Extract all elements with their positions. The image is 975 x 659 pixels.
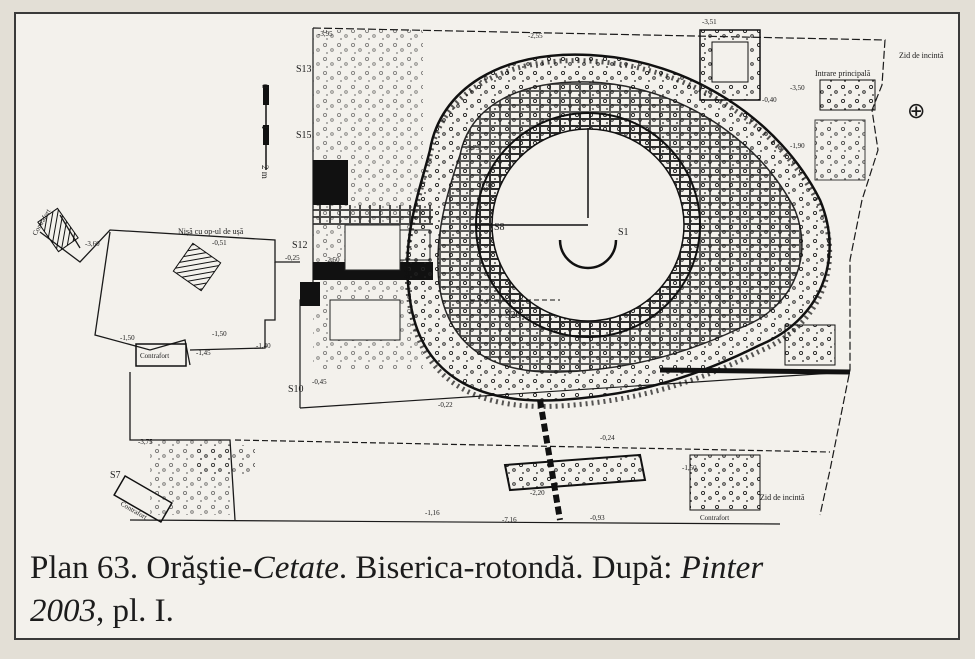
svg-text:Contrafort: Contrafort: [700, 514, 729, 522]
svg-text:Intrare principală: Intrare principală: [815, 69, 871, 78]
svg-text:Zid de incintă: Zid de incintă: [760, 493, 805, 502]
svg-text:-1,90: -1,90: [790, 142, 805, 150]
svg-text:-3,95: -3,95: [318, 30, 333, 38]
svg-text:-1,45: -1,45: [196, 349, 211, 357]
figure-caption: Plan 63. Orăştie-Cetate. Biserica-rotond…: [30, 547, 950, 633]
svg-text:S10: S10: [288, 384, 304, 395]
svg-text:S15: S15: [296, 130, 312, 141]
elevation-levels: -3,95 -2,55 -3,51 -3,50 -0,40 -3,75 -1,9…: [85, 18, 805, 524]
svg-text:-1,50: -1,50: [682, 464, 697, 472]
svg-text:2 m: 2 m: [260, 165, 270, 179]
svg-text:-1,40: -1,40: [256, 342, 271, 350]
svg-text:-3,50: -3,50: [790, 84, 805, 92]
svg-text:-3,75: -3,75: [138, 438, 153, 446]
scale-bar: 0 1 2 m: [260, 84, 270, 179]
svg-text:0: 0: [260, 84, 270, 89]
svg-text:S1: S1: [618, 227, 629, 238]
svg-text:1: 1: [260, 125, 270, 130]
svg-text:-2,50: -2,50: [325, 256, 340, 264]
svg-text:-0,51: -0,51: [212, 239, 227, 247]
archaeological-plan: 0 1 2 m ⊕ S13 S15 S12 S10 S7 S8 S1 S20 Z…: [31, 18, 944, 525]
west-annex: [300, 30, 433, 370]
svg-text:-3,51: -3,51: [702, 18, 717, 26]
caption-line-2: 2003, pl. I.: [30, 593, 174, 629]
section-labels: S13 S15 S12 S10 S7 S8 S1 S20: [110, 64, 629, 481]
svg-text:-0,40: -0,40: [762, 96, 777, 104]
svg-text:S12: S12: [292, 240, 308, 251]
svg-text:Nișă cu op-ul de ușă: Nișă cu op-ul de ușă: [178, 227, 244, 236]
svg-text:-0,93: -0,93: [590, 514, 605, 522]
svg-text:Zid de incintă: Zid de incintă: [899, 51, 944, 60]
north-arrow-icon: ⊕: [907, 98, 925, 123]
contrafort-mid-block: [135, 343, 187, 367]
svg-text:S7: S7: [110, 470, 121, 481]
svg-text:-2,20: -2,20: [530, 489, 545, 497]
contrafort-top-block: [37, 207, 79, 253]
svg-text:-0,24: -0,24: [600, 434, 615, 442]
svg-text:S8: S8: [494, 222, 505, 233]
svg-text:S13: S13: [296, 64, 312, 75]
pit-block: [172, 242, 222, 292]
svg-text:Contrafort: Contrafort: [119, 500, 148, 522]
svg-text:-1,50: -1,50: [212, 330, 227, 338]
svg-text:-3,75: -3,75: [465, 144, 480, 152]
svg-text:-1,90: -1,90: [478, 182, 493, 190]
caption-line-1: Plan 63. Orăştie-Cetate. Biserica-rotond…: [30, 550, 764, 586]
svg-text:-0,25: -0,25: [285, 254, 300, 262]
svg-text:-3,60: -3,60: [85, 240, 100, 248]
svg-text:Contrafort: Contrafort: [140, 352, 169, 360]
svg-text:-2,55: -2,55: [528, 32, 543, 40]
south-wall-band: [503, 453, 647, 492]
svg-text:S20: S20: [505, 310, 521, 321]
svg-text:-1,50: -1,50: [120, 334, 135, 342]
northeast-rooms: [689, 29, 876, 511]
southwest-rooms: [150, 440, 255, 515]
svg-text:-1,16: -1,16: [425, 509, 440, 517]
svg-text:-7,16: -7,16: [502, 516, 517, 524]
svg-text:-0,45: -0,45: [312, 378, 327, 386]
svg-text:-0,22: -0,22: [438, 401, 453, 409]
